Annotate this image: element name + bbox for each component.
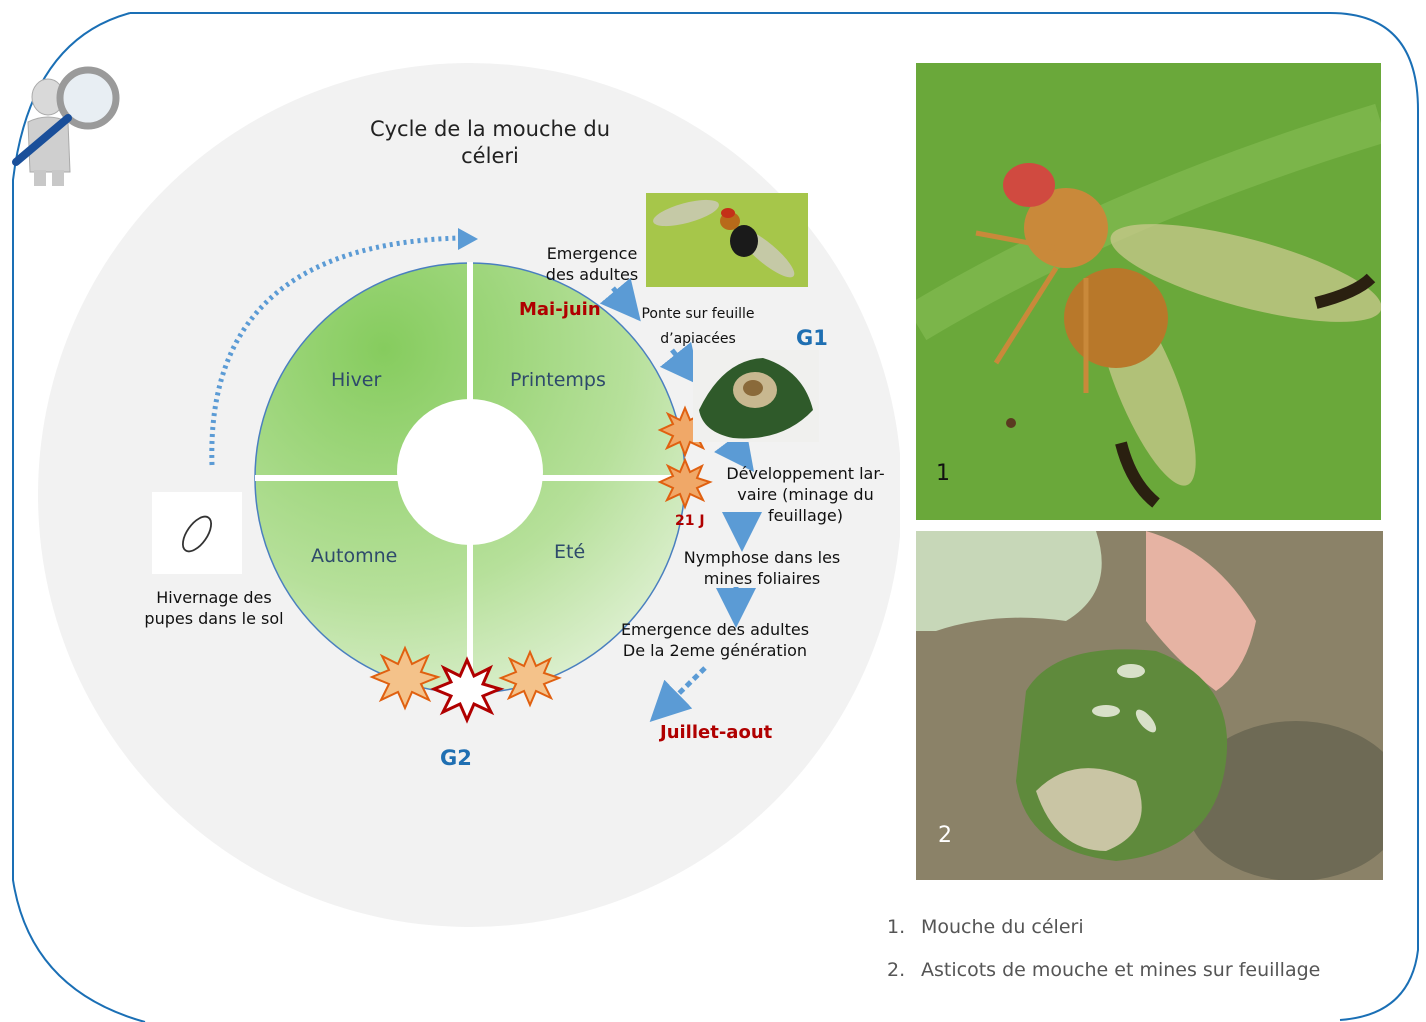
adult-fly-thumbnail	[646, 193, 808, 287]
photo-number-1: 1	[936, 461, 950, 486]
generation-g1: G1	[796, 326, 828, 350]
burst-icon	[660, 460, 710, 507]
period-july-august: Juillet-aout	[660, 722, 772, 743]
photo-maggots: 2	[916, 531, 1383, 880]
step-emergence: Emergence des adultes	[540, 244, 644, 286]
step-emergence-g2: Emergence des adultes De la 2eme générat…	[612, 620, 818, 662]
burst-icon	[501, 652, 559, 705]
step-pupation: Nymphose dans les mines foliaires	[676, 548, 848, 590]
season-winter: Hiver	[331, 369, 381, 391]
step-egg-laying: Ponte sur feuille d’apiacées	[640, 302, 756, 352]
caption-2-number: 2.	[887, 959, 921, 981]
caption-1-number: 1.	[887, 916, 921, 938]
season-spring: Printemps	[510, 369, 606, 391]
pupa-icon	[152, 492, 242, 574]
burst-icon	[372, 648, 438, 708]
leaf-damage-thumbnail	[693, 350, 819, 442]
photo-number-2: 2	[938, 823, 952, 848]
step-larval: Développement lar-vaire (minage du feuil…	[718, 464, 893, 526]
season-autumn: Automne	[311, 545, 397, 567]
caption-1-text: Mouche du céleri	[921, 916, 1084, 938]
ring-center	[397, 399, 543, 545]
caption-2: 2.Asticots de mouche et mines sur feuill…	[887, 959, 1320, 981]
photo-celery-fly: 1	[916, 63, 1381, 520]
generation-g2: G2	[440, 746, 472, 770]
caption-2-text: Asticots de mouche et mines sur feuillag…	[921, 959, 1320, 981]
caption-1: 1.Mouche du céleri	[887, 916, 1084, 938]
period-duration: 21 J	[675, 513, 705, 529]
period-may-june: Mai-juin	[519, 299, 601, 320]
diagram-title: Cycle de la mouche du céleri	[340, 116, 640, 171]
season-summer: Eté	[554, 541, 585, 563]
step-overwintering: Hivernage des pupes dans le sol	[130, 588, 298, 630]
burst-icon	[434, 660, 500, 720]
